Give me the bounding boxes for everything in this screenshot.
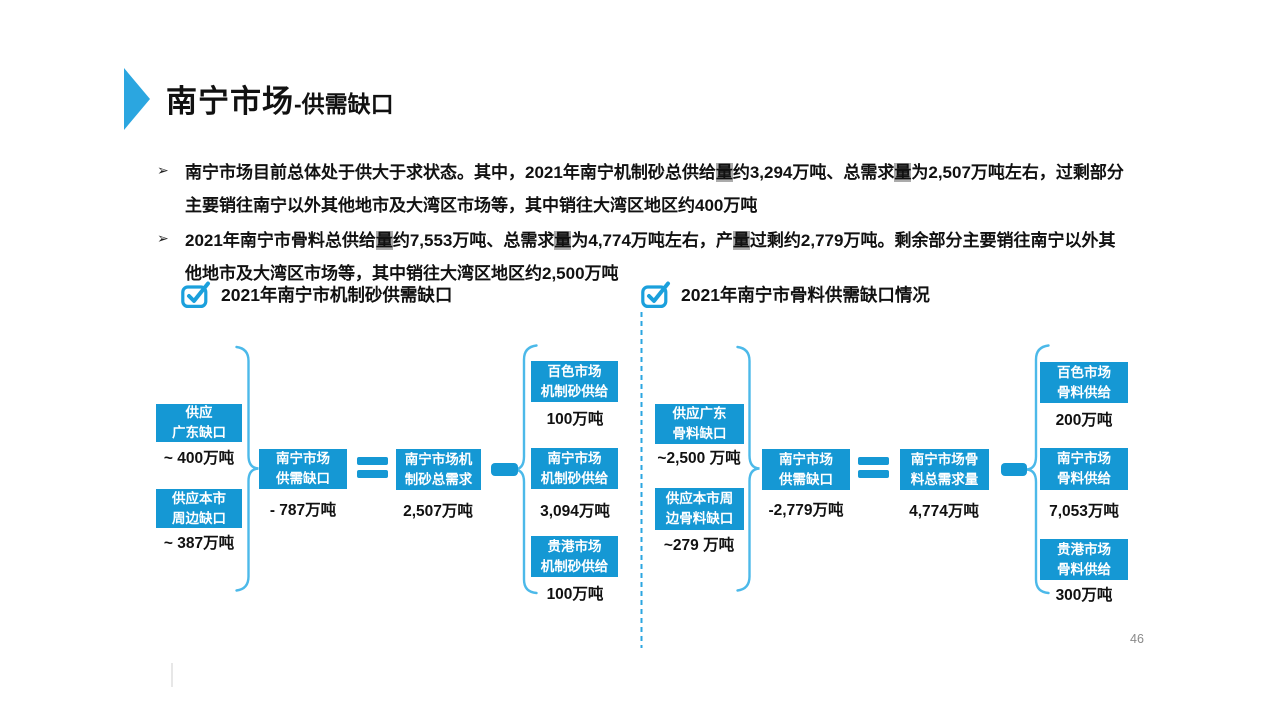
- equals-icon: [357, 457, 388, 465]
- value-baise-supply-sand: 100万吨: [546, 411, 604, 428]
- box-local-gap-sand: 供应本市 周边缺口: [156, 489, 242, 528]
- section-title-sand: 2021年南宁市机制砂供需缺口: [221, 285, 453, 305]
- box-guangdong-gap-aggregate: 供应广东 骨料缺口: [655, 404, 744, 444]
- brace-right-sand-icon: [235, 345, 259, 592]
- page-number: 46: [1130, 632, 1144, 646]
- value-market-gap-sand: - 787万吨: [269, 502, 337, 519]
- value-local-gap-aggregate: ~279 万吨: [663, 537, 735, 554]
- value-guigang-supply-sand: 100万吨: [546, 586, 604, 603]
- bullet-text-segment: 量: [554, 231, 572, 250]
- value-baise-supply-aggregate: 200万吨: [1055, 412, 1113, 429]
- bullet-text-segment: 量: [732, 231, 750, 250]
- section-header-sand: 2021年南宁市机制砂供需缺口: [181, 281, 452, 308]
- bullet-text-segment: 量: [375, 231, 393, 250]
- value-guangdong-gap-aggregate: ~2,500 万吨: [657, 450, 741, 467]
- value-guigang-supply-aggregate: 300万吨: [1055, 587, 1113, 604]
- equals-icon: [357, 470, 388, 478]
- value-market-gap-aggregate: -2,779万吨: [768, 502, 844, 519]
- bullet-item: ➢ 2021年南宁市骨料总供给量约7,553万吨、总需求量为4,774万吨左右，…: [157, 224, 1125, 290]
- box-nanning-supply-sand: 南宁市场 机制砂供给: [531, 448, 618, 489]
- box-market-gap-aggregate: 南宁市场 供需缺口: [762, 449, 850, 490]
- bullet-list: ➢ 南宁市场目前总体处于供大于求状态。其中，2021年南宁机制砂总供给量约3,2…: [157, 156, 1125, 292]
- connector-dash-icon: [1001, 463, 1027, 476]
- bullet-text-segment: 2021年南宁市骨料总供给: [185, 231, 376, 250]
- value-nanning-supply-sand: 3,094万吨: [540, 503, 610, 520]
- connector-dash-icon: [491, 463, 518, 476]
- value-local-gap-sand: ~ 387万吨: [163, 535, 235, 552]
- equals-icon: [858, 457, 889, 465]
- bullet-text-segment: 南宁市场目前总体处于供大于求状态。其中，2021年南宁机制砂总供给: [185, 163, 716, 182]
- box-market-gap-sand: 南宁市场 供需缺口: [259, 449, 347, 489]
- bullet-text-segment: 约7,553万吨、总需求: [392, 231, 555, 250]
- box-guangdong-gap-sand: 供应 广东缺口: [156, 404, 242, 442]
- title-accent-triangle-icon: [124, 68, 150, 130]
- box-guigang-supply-sand: 贵港市场 机制砂供给: [531, 536, 618, 577]
- box-baise-supply-sand: 百色市场 机制砂供给: [531, 361, 618, 402]
- section-title-aggregate: 2021年南宁市骨料供需缺口情况: [681, 285, 930, 305]
- box-total-demand-aggregate: 南宁市场骨 料总需求量: [900, 449, 989, 490]
- box-baise-supply-aggregate: 百色市场 骨料供给: [1040, 362, 1128, 403]
- bullet-item: ➢ 南宁市场目前总体处于供大于求状态。其中，2021年南宁机制砂总供给量约3,2…: [157, 156, 1125, 222]
- box-guigang-supply-aggregate: 贵港市场 骨料供给: [1040, 539, 1128, 580]
- bullet-text-segment: 量: [894, 163, 912, 182]
- value-guangdong-gap-sand: ~ 400万吨: [163, 450, 235, 467]
- bullet-text-segment: 为2,507万吨左右，过剩部分主要销往南宁以外其他地市及大湾区市场等，其中销往大…: [185, 163, 1124, 215]
- section-header-aggregate: 2021年南宁市骨料供需缺口情况: [641, 281, 930, 308]
- page-title: 南宁市场-供需缺口: [166, 76, 394, 121]
- page-title-main: 南宁市场: [166, 84, 294, 119]
- value-nanning-supply-aggregate: 7,053万吨: [1049, 503, 1119, 520]
- box-local-gap-aggregate: 供应本市周 边骨料缺口: [655, 488, 744, 530]
- bullet-text: 2021年南宁市骨料总供给量约7,553万吨、总需求量为4,774万吨左右，产量…: [185, 224, 1125, 290]
- bullet-text-segment: 过剩约2,779万吨。剩余部分主要销往南宁以外其他地市及大湾区市场等，其中销往大…: [185, 231, 1116, 283]
- bullet-text: 南宁市场目前总体处于供大于求状态。其中，2021年南宁机制砂总供给量约3,294…: [185, 156, 1125, 222]
- checkbox-icon: [641, 281, 670, 308]
- box-total-demand-sand: 南宁市场机 制砂总需求: [396, 449, 481, 490]
- bullet-text-segment: 约3,294万吨、总需求: [732, 163, 895, 182]
- box-nanning-supply-aggregate: 南宁市场 骨料供给: [1040, 448, 1128, 490]
- bullet-arrow-icon: ➢: [157, 162, 169, 178]
- equals-icon: [858, 470, 889, 478]
- page-title-sub: -供需缺口: [294, 91, 394, 117]
- bullet-arrow-icon: ➢: [157, 230, 169, 246]
- value-total-demand-aggregate: 4,774万吨: [909, 503, 979, 520]
- bullet-text-segment: 量: [715, 163, 733, 182]
- text-cursor-line: [171, 663, 173, 687]
- value-total-demand-sand: 2,507万吨: [403, 503, 473, 520]
- checkbox-icon: [181, 281, 210, 308]
- bullet-text-segment: 为4,774万吨左右，产: [571, 231, 733, 250]
